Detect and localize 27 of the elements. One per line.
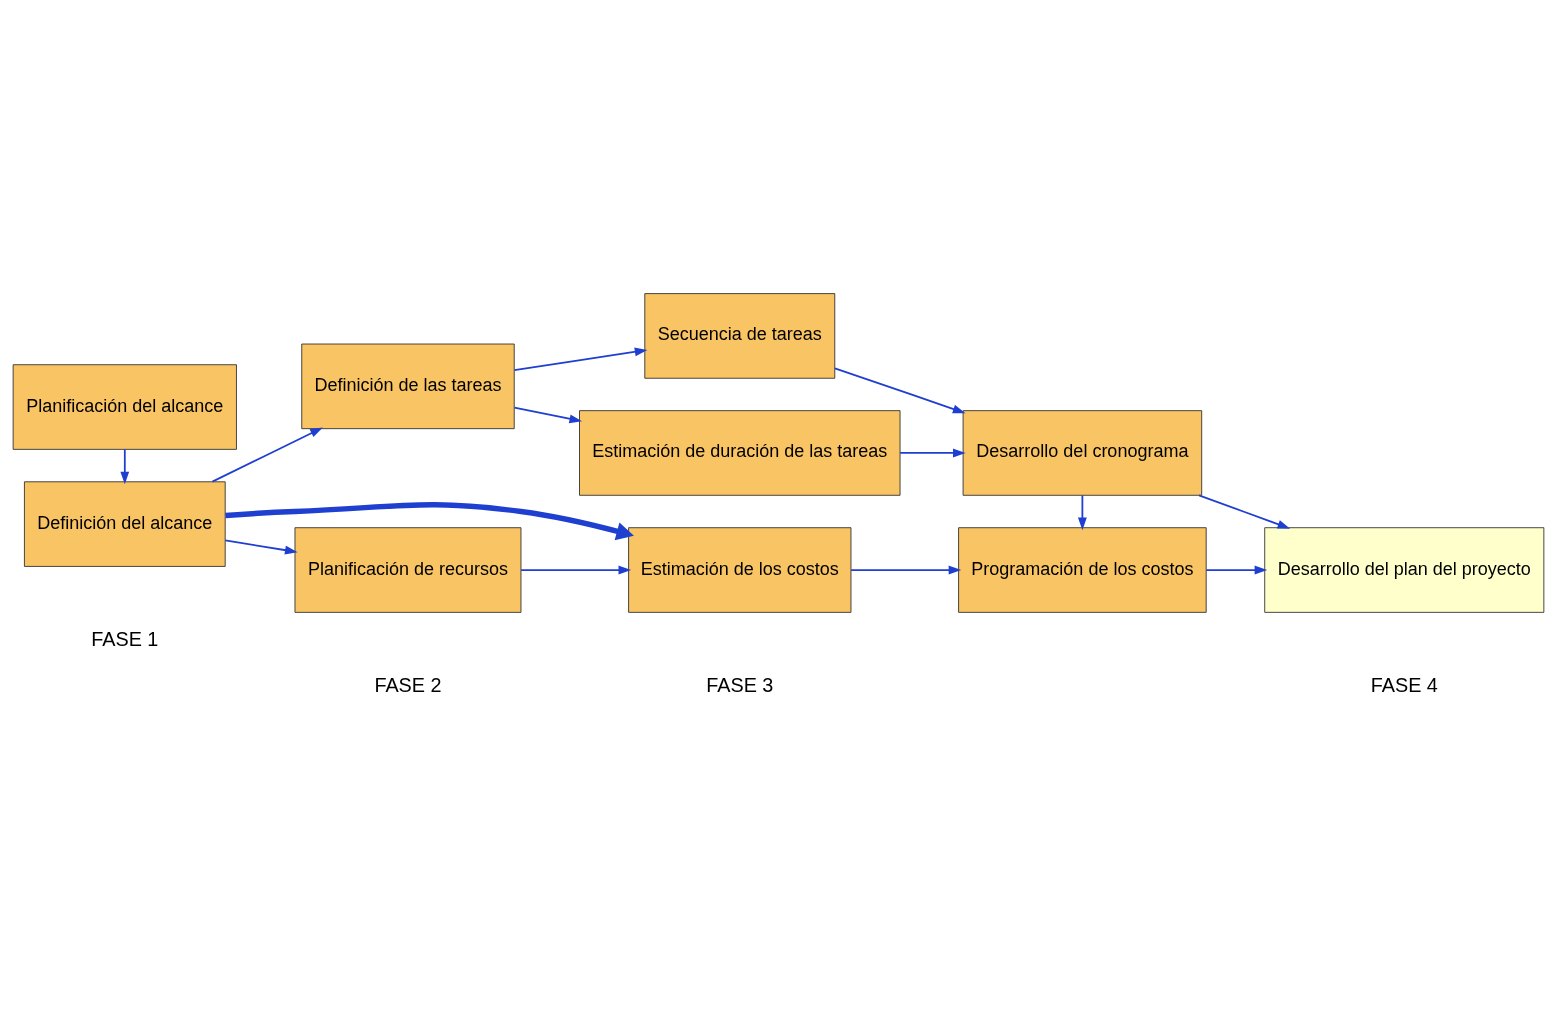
arrow bbox=[899, 448, 966, 457]
arrow bbox=[120, 448, 130, 484]
node-box: Planificación de recursos bbox=[294, 526, 522, 613]
label: FASE 4 bbox=[1370, 673, 1438, 696]
arrow bbox=[513, 406, 583, 423]
node-box: Planificación del alcance bbox=[12, 363, 237, 450]
arrow bbox=[513, 346, 648, 371]
arrow bbox=[1205, 565, 1268, 574]
node-box: Desarrollo del plan del proyecto bbox=[1264, 526, 1545, 613]
arrow bbox=[850, 565, 962, 574]
arrow bbox=[224, 538, 298, 554]
arrow bbox=[211, 427, 323, 483]
arrow bbox=[834, 366, 966, 413]
label: FASE 3 bbox=[706, 673, 774, 696]
node-box: Secuencia de tareas bbox=[644, 292, 836, 379]
arrow bbox=[225, 501, 634, 540]
label: FASE 1 bbox=[91, 627, 159, 650]
arrow bbox=[520, 565, 632, 574]
node-box: Definición del alcance bbox=[23, 480, 226, 567]
arrow bbox=[1077, 494, 1087, 530]
node-box: Definición de las tareas bbox=[301, 343, 515, 429]
arrow bbox=[1198, 493, 1291, 529]
node-box: Estimación de los costos bbox=[628, 526, 852, 613]
label: FASE 2 bbox=[374, 673, 442, 696]
node-box: Estimación de duración de las tareas bbox=[579, 409, 901, 496]
node-box: Desarrollo del cronograma bbox=[962, 409, 1203, 496]
node-box: Programación de los costos bbox=[958, 526, 1207, 613]
